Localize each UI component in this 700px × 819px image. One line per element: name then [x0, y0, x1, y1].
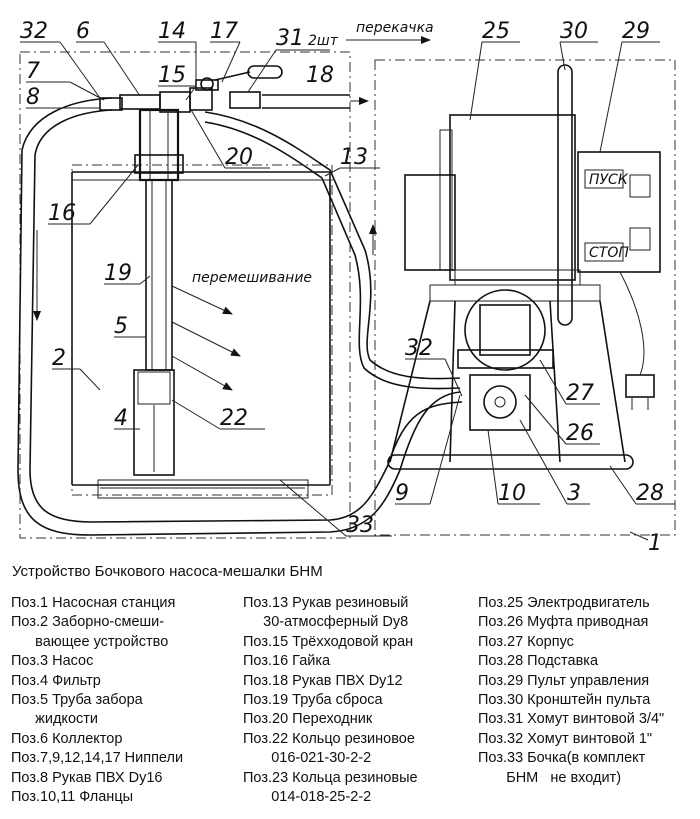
callout-32-station: 32	[405, 336, 433, 361]
legend-item: Поз.10,11 Фланцы	[11, 789, 134, 806]
callout-30: 30	[560, 19, 588, 44]
legend-item: Поз.1 Насосная станция	[11, 595, 176, 611]
flow-label-mix: перемешивание	[192, 270, 312, 286]
mix-arrow-1	[171, 285, 233, 315]
hose-rubber-dy8	[204, 111, 461, 390]
legend-item: Поз.3 Насос	[11, 653, 94, 670]
caption: Устройство Бочкового насоса-мешалки БНМ	[12, 563, 323, 580]
callout-17: 17	[210, 19, 238, 44]
start-label: ПУСК	[589, 172, 629, 188]
callout-22: 22	[220, 406, 248, 431]
pump-body	[457, 289, 554, 431]
legend-item: Поз.13 Рукав резиновый	[243, 595, 409, 611]
callout-33: 33	[346, 513, 374, 538]
legend-item: Поз.26 Муфта приводная	[478, 614, 649, 631]
mix-arrow-2	[171, 321, 241, 357]
callout-18: 18	[306, 63, 334, 88]
legend-item: Поз.5 Труба забора	[11, 692, 143, 709]
callout-29: 29	[622, 19, 650, 44]
callout-28: 28	[636, 481, 664, 506]
legend-item: Поз.2 Заборно-смеши-	[11, 614, 165, 631]
callout-26: 26	[566, 421, 594, 446]
legend-item: Поз.7,9,12,14,17 Ниппели	[11, 750, 184, 767]
station-outline	[374, 59, 676, 536]
callout-1: 1	[648, 531, 662, 556]
callout-5: 5	[114, 314, 128, 339]
legend-item: Поз.31 Хомут винтовой 3/4"	[478, 711, 665, 728]
legend-item: БНМ не входит)	[478, 769, 622, 786]
legend-item: Поз.29 Пульт управления	[478, 672, 650, 689]
callout-13: 13	[340, 145, 368, 170]
stop-label: СТОП	[589, 245, 629, 261]
legend-item: Поз.25 Электродвигатель	[478, 595, 650, 611]
panel-bracket	[557, 64, 573, 326]
callout-14: 14	[158, 19, 186, 44]
legend-item: Поз.32 Хомут винтовой 1"	[478, 730, 653, 747]
hose-pvc-dy12	[262, 94, 350, 109]
callout-6: 6	[76, 19, 90, 44]
legend-item: 014-018-25-2-2	[243, 789, 372, 806]
legend-item: Поз.18 Рукав ПВХ Dy12	[243, 672, 403, 689]
legend-item: Поз.15 Трёхходовой кран	[243, 633, 414, 650]
legend-item: Поз.4 Фильтр	[11, 672, 101, 689]
legend-item: Поз.6 Коллектор	[11, 730, 123, 747]
legend-column-3: Поз.25 Электродвигатель Поз.26 Муфта при…	[478, 594, 664, 788]
callout-4: 4	[114, 406, 128, 431]
legend-item: Поз.19 Труба сброса	[243, 692, 383, 709]
power-cord	[619, 271, 645, 376]
legend-item: Поз.8 Рукав ПВХ Dy16	[11, 769, 163, 786]
legend-item: Поз.33 Бочка(в комплект	[478, 750, 646, 767]
legend-item: Поз.22 Кольцо резиновое	[243, 730, 415, 747]
callout-10: 10	[498, 481, 526, 506]
leader-lines	[20, 41, 675, 541]
legend-item: Поз.30 Кронштейн пульта	[478, 692, 651, 709]
legend-column-2: Поз.13 Рукав резиновый 30-атмосферный Dy…	[243, 594, 418, 807]
barrel-outline-dash	[71, 164, 333, 496]
callout-7: 7	[26, 59, 40, 84]
legend-item: 30-атмосферный Dy8	[243, 614, 409, 631]
legend-item: 016-021-30-2-2	[243, 750, 372, 767]
legend-item: вающее устройство	[11, 633, 169, 650]
legend-column-1: Поз.1 Насосная станция Поз.2 Заборно-сме…	[11, 594, 183, 807]
motor	[404, 114, 601, 302]
callout-27: 27	[566, 381, 594, 406]
callout-2: 2	[52, 346, 66, 371]
callout-9: 9	[395, 481, 409, 506]
legend-item: жидкости	[11, 711, 98, 728]
technical-drawing: ПУСК СТОП перекачка перемешивание 2шт 32…	[17, 19, 676, 556]
count-note: 2шт	[308, 33, 339, 49]
power-plug	[625, 374, 655, 398]
legend-item: Поз.16 Гайка	[243, 653, 331, 670]
legend-item: Поз.28 Подставка	[478, 653, 599, 670]
callout-31: 31	[276, 26, 304, 51]
callout-20: 20	[225, 145, 253, 170]
callout-16: 16	[48, 201, 76, 226]
intake-outline	[19, 51, 351, 539]
callout-32-top: 32	[20, 19, 48, 44]
callout-3: 3	[567, 481, 581, 506]
legend-item: Поз.27 Корпус	[478, 633, 574, 650]
control-panel: ПУСК СТОП	[577, 151, 661, 273]
intake-device	[99, 65, 283, 476]
barrel	[71, 171, 331, 499]
callout-19: 19	[104, 261, 132, 286]
flow-label-top: перекачка	[356, 20, 434, 36]
hose-pvc-dy16	[17, 97, 463, 536]
mix-arrow-3	[171, 355, 233, 391]
legend-item: Поз.23 Кольца резиновые	[243, 769, 418, 786]
legend-item: Поз.20 Переходник	[243, 711, 373, 728]
callout-8: 8	[26, 85, 40, 110]
callout-25: 25	[482, 19, 510, 44]
callout-15: 15	[158, 63, 186, 88]
